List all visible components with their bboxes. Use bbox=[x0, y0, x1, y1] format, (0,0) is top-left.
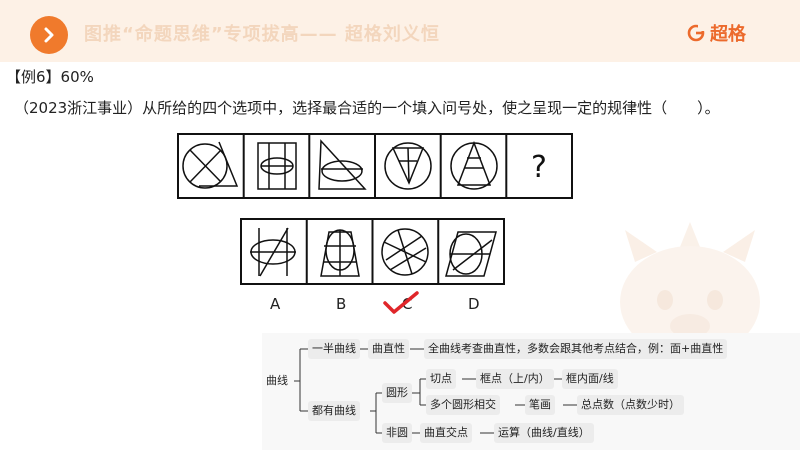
brand-name: 超格 bbox=[710, 24, 746, 45]
option-d-figure[interactable] bbox=[445, 231, 497, 277]
figure-2 bbox=[257, 142, 297, 190]
mindmap-operation: 运算（曲线/直线） bbox=[494, 423, 594, 443]
mindmap-curve-straight: 曲直性 bbox=[368, 339, 409, 359]
option-d-label[interactable]: D bbox=[468, 295, 480, 313]
chevron-right-icon bbox=[44, 27, 54, 43]
mindmap-tangent: 切点 bbox=[426, 369, 456, 389]
option-b-figure[interactable] bbox=[320, 229, 360, 277]
figure-5 bbox=[450, 140, 498, 190]
nav-next-button[interactable] bbox=[30, 16, 68, 54]
question-mark: ? bbox=[531, 150, 547, 185]
mindmap-root: 曲线 bbox=[266, 374, 288, 387]
figure-3 bbox=[318, 139, 367, 190]
question-text: （2023浙江事业）从所给的四个选项中，选择最合适的一个填入问号处，使之呈现一定… bbox=[14, 99, 720, 117]
brand-logo-icon bbox=[687, 24, 705, 42]
mindmap-frame-inner: 框内面/线 bbox=[562, 369, 618, 389]
mindmap-total-points: 总点数（点数少时） bbox=[577, 395, 684, 415]
option-b-label[interactable]: B bbox=[336, 295, 347, 313]
option-a-figure[interactable] bbox=[250, 227, 296, 277]
mindmap-half-curve: 一半曲线 bbox=[308, 339, 360, 359]
option-c-figure[interactable] bbox=[381, 228, 429, 276]
mindmap-frame-point: 框点（上/内） bbox=[476, 369, 554, 389]
mindmap-curve-note: 全曲线考查曲直性，多数会跟其他考点结合，例：面+曲直性 bbox=[424, 339, 728, 359]
summary-mindmap: 曲线 一半曲线 曲直性 全曲线考查曲直性，多数会跟其他考点结合，例：面+曲直性 … bbox=[262, 333, 800, 450]
mindmap-non-circle: 非圆 bbox=[382, 423, 412, 443]
correct-check-icon bbox=[383, 291, 419, 314]
mindmap-intersections: 曲直交点 bbox=[420, 423, 472, 443]
figure-1 bbox=[182, 141, 239, 189]
header-bar: 图推“命题思维”专项拔高—— 超格刘义恒 超格 bbox=[0, 0, 800, 62]
brand: 超格 bbox=[686, 20, 746, 46]
mindmap-circle: 圆形 bbox=[382, 383, 412, 403]
option-a-label[interactable]: A bbox=[270, 295, 281, 313]
example-label: 【例6】60% bbox=[6, 68, 94, 86]
mindmap-all-curve: 都有曲线 bbox=[308, 401, 360, 421]
question-figure-strip: ? bbox=[177, 133, 573, 199]
course-title: 图推“命题思维”专项拔高—— 超格刘义恒 bbox=[84, 24, 440, 45]
figure-4 bbox=[384, 142, 432, 190]
mindmap-strokes: 笔画 bbox=[525, 395, 555, 415]
option-c-label[interactable]: C bbox=[402, 295, 413, 313]
option-figure-strip bbox=[240, 218, 505, 285]
mindmap-multi-circle: 多个圆形相交 bbox=[426, 395, 500, 415]
mascot-watermark bbox=[620, 222, 760, 358]
